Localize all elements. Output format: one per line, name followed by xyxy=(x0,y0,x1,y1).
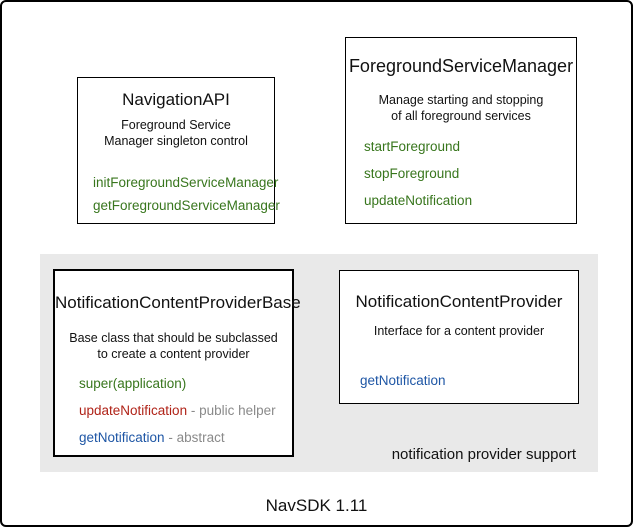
method-name: getNotification xyxy=(79,430,165,445)
class-description-notification-content-provider: Interface for a content provider xyxy=(340,323,578,339)
description-line: Foreground Service xyxy=(121,118,231,132)
description-line: Manage starting and stopping xyxy=(378,93,544,107)
method-name: initForegroundServiceManager xyxy=(93,175,279,190)
description-line: of all foreground services xyxy=(391,109,531,123)
method-super-application: super(application) xyxy=(79,375,292,393)
description-line: Interface for a content provider xyxy=(373,324,545,338)
method-annotation: - public helper xyxy=(190,403,276,418)
method-startForeground: startForeground xyxy=(364,138,576,156)
method-name: super(application) xyxy=(79,376,187,391)
method-list: startForeground stopForeground updateNot… xyxy=(346,138,576,210)
description-line: Manager singleton control xyxy=(104,134,248,148)
method-list: initForegroundServiceManager getForegrou… xyxy=(78,174,280,215)
description-line: to create a content provider xyxy=(97,347,250,361)
method-getForegroundServiceManager: getForegroundServiceManager xyxy=(93,197,280,215)
method-annotation: - abstract xyxy=(168,430,225,445)
class-description-navigation-api: Foreground Service Manager singleton con… xyxy=(78,117,274,149)
class-description-notification-content-provider-base: Base class that should be subclassed to … xyxy=(55,330,292,362)
method-name: stopForeground xyxy=(364,166,460,181)
method-initForegroundServiceManager: initForegroundServiceManager xyxy=(93,174,278,192)
class-box-notification-content-provider-base: NotificationContentProviderBase Base cla… xyxy=(53,269,301,457)
class-title-notification-content-provider: NotificationContentProvider xyxy=(355,292,563,311)
method-getNotification: getNotification - abstract xyxy=(79,429,292,447)
class-box-navigation-api: NavigationAPI Foreground Service Manager… xyxy=(77,77,280,224)
sdk-version-label: NavSDK 1.11 xyxy=(265,496,368,515)
method-getNotification: getNotification xyxy=(360,372,578,390)
method-name: updateNotification xyxy=(79,403,188,418)
class-title-notification-content-provider-base: NotificationContentProviderBase xyxy=(55,293,301,312)
method-list: getNotification xyxy=(340,372,578,390)
method-stopForeground: stopForeground xyxy=(364,165,576,183)
method-list: super(application) updateNotification - … xyxy=(55,375,292,447)
method-name: startForeground xyxy=(364,139,461,154)
class-title-foreground-service-manager: ForegroundServiceManager xyxy=(348,56,574,76)
class-box-notification-content-provider: NotificationContentProvider Interface fo… xyxy=(339,270,579,404)
class-description-foreground-service-manager: Manage starting and stopping of all fore… xyxy=(346,92,576,124)
notification-provider-group-label: notification provider support xyxy=(391,446,576,463)
method-updateNotification: updateNotification - public helper xyxy=(79,402,292,420)
method-name: updateNotification xyxy=(364,193,473,208)
class-box-foreground-service-manager: ForegroundServiceManager Manage starting… xyxy=(345,37,577,224)
method-name: getForegroundServiceManager xyxy=(93,198,280,213)
method-name: getNotification xyxy=(360,373,446,388)
description-line: Base class that should be subclassed xyxy=(69,331,278,345)
class-title-navigation-api: NavigationAPI xyxy=(122,90,230,109)
method-updateNotification: updateNotification xyxy=(364,192,576,210)
